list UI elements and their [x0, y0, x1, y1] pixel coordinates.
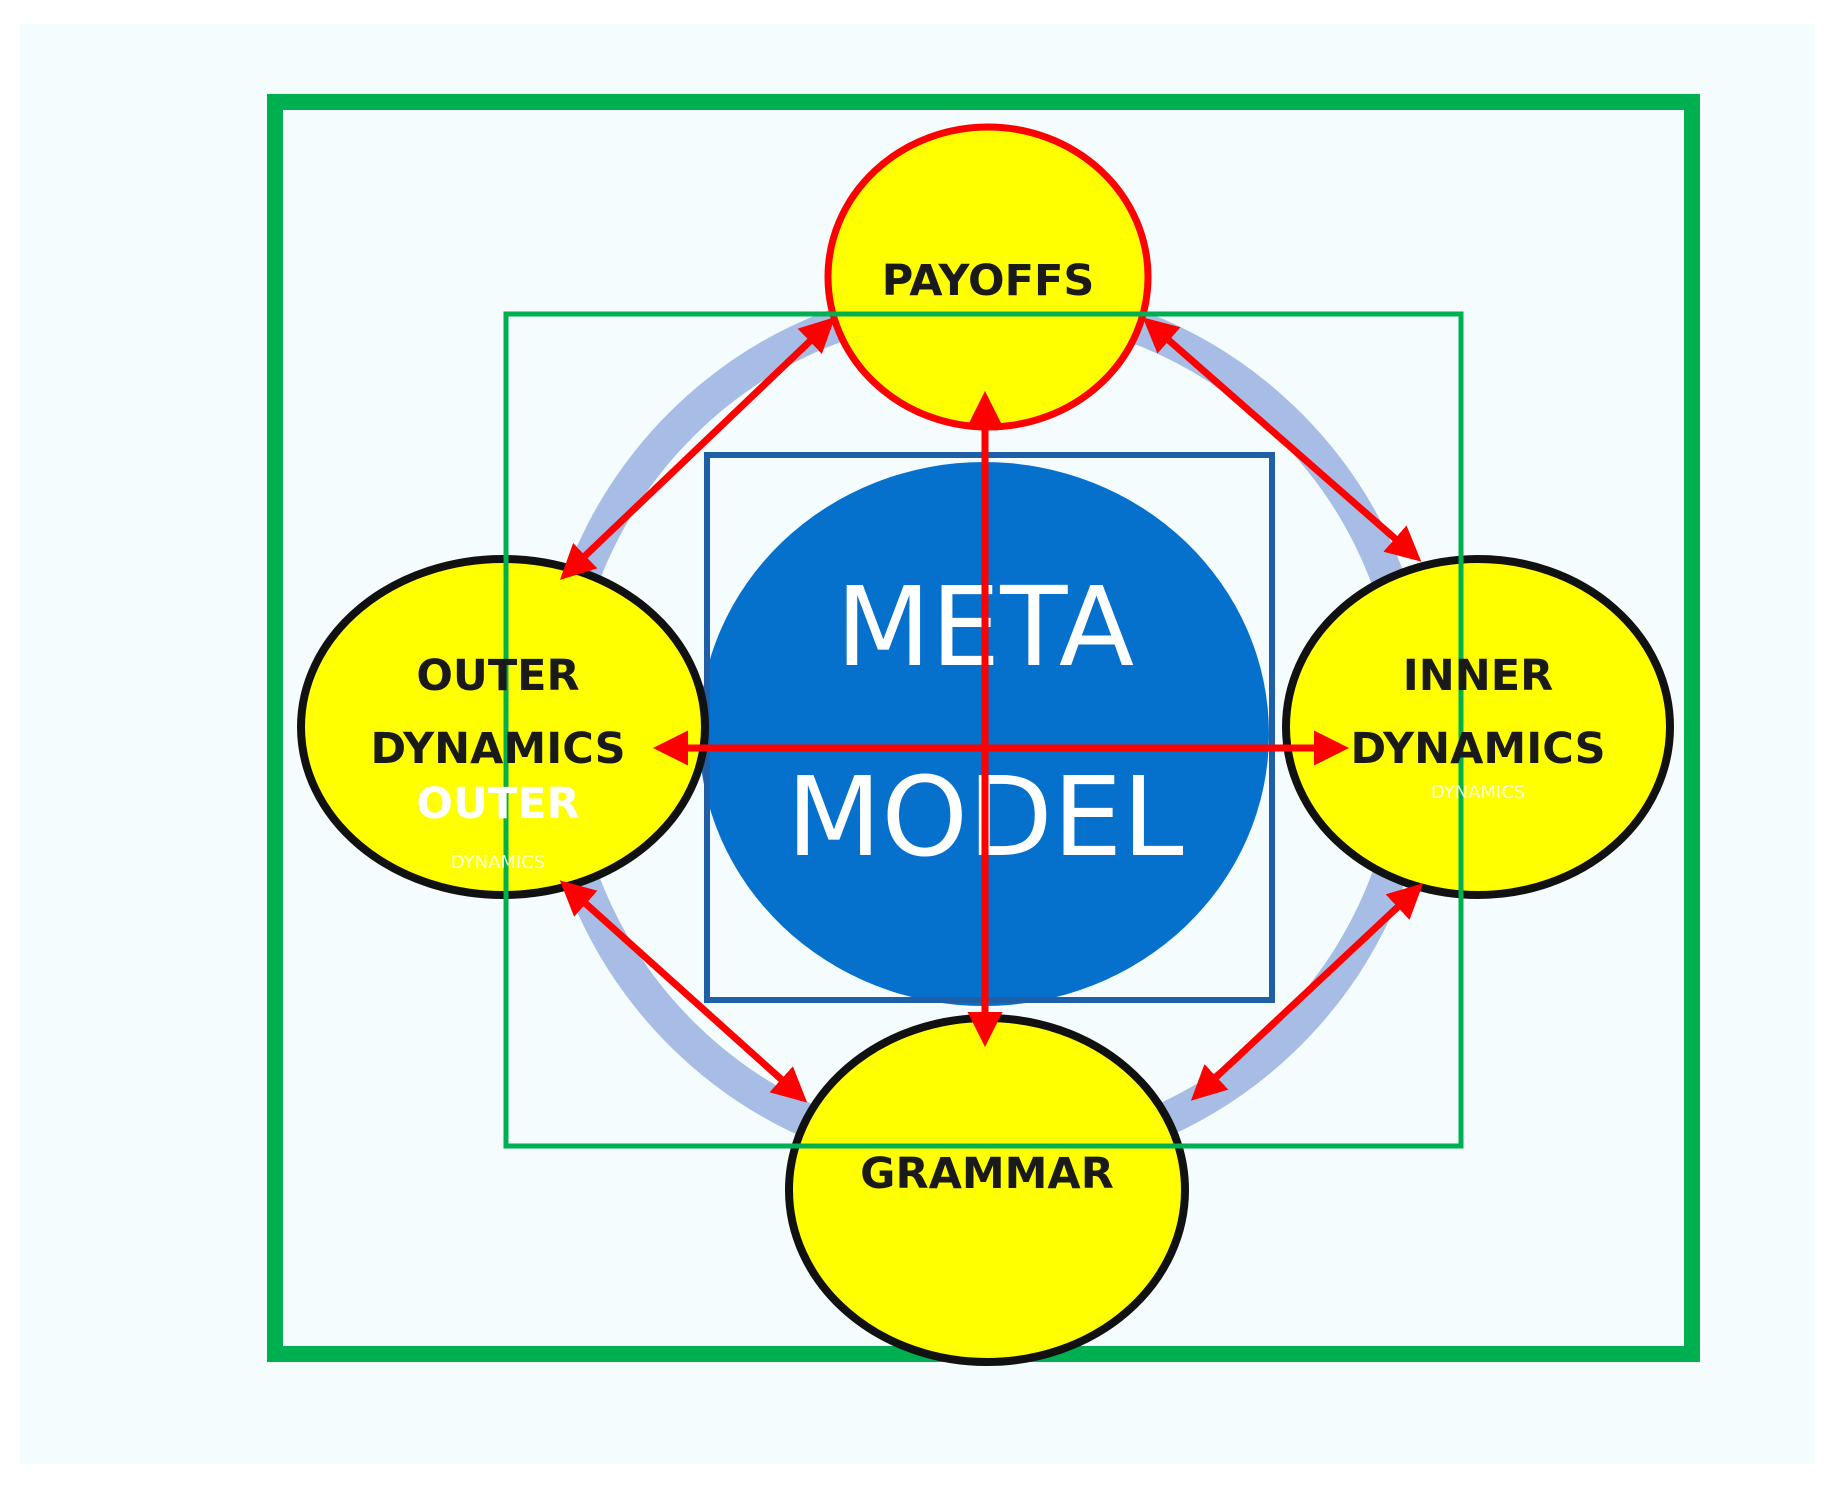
payoffs-label: PAYOFFS [882, 256, 1095, 306]
grammar-label: GRAMMAR [860, 1149, 1114, 1199]
outer-dynamics-node [297, 555, 709, 899]
inner-dynamics-node [1282, 555, 1674, 899]
outer-label-line1: OUTER [416, 651, 579, 701]
outer-ghost-line2: DYNAMICS [451, 852, 545, 873]
arrows [559, 317, 1424, 1103]
arrow-payoffs-outer [559, 317, 836, 580]
inner-label-line2: DYNAMICS [1350, 724, 1605, 774]
outer-ghost-line1: OUTER [416, 779, 579, 829]
arrow-payoffs-inner [1142, 317, 1422, 562]
arrow-inner-grammar [1190, 883, 1424, 1101]
outer-label-line2: DYNAMICS [370, 724, 625, 774]
arrow-outer-grammar [559, 880, 808, 1103]
inner-label-line1: INNER [1403, 651, 1553, 701]
middle-green-frame [503, 311, 1464, 1149]
inner-ghost-line: DYNAMICS [1431, 782, 1525, 803]
